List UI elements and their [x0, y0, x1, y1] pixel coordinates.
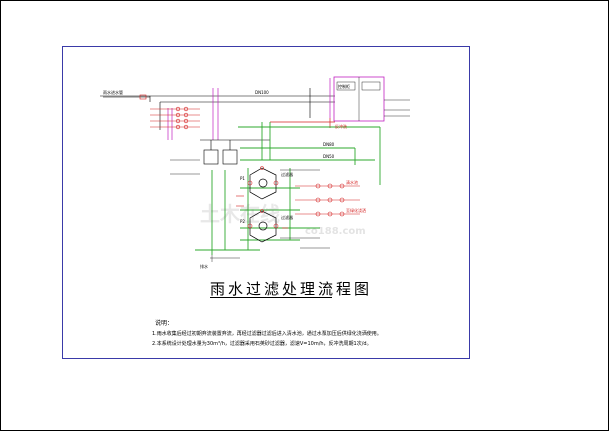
filter-a-label: 过滤器 — [281, 171, 293, 177]
right-valve-rows — [295, 183, 360, 217]
inlet-label: 雨水进水管 — [103, 89, 123, 95]
pump-b-label: P2 — [240, 219, 245, 224]
watermark-site: co188.com — [305, 226, 366, 237]
title-underline — [210, 297, 332, 298]
inlet-area — [103, 94, 150, 100]
note-line-2: 2.本系统设计处理水量为30m³/h，过滤器采用石英砂过滤器，滤速V=10m/h… — [152, 341, 372, 347]
top-main-lines — [100, 88, 335, 130]
magenta-lines — [167, 78, 331, 140]
red-marks-left — [236, 195, 288, 229]
control-cabinet — [333, 76, 410, 122]
notes-heading: 说明： — [155, 320, 174, 327]
outlet-label: 至绿化浇洒 — [346, 207, 366, 213]
green-pipes — [195, 122, 381, 255]
filter-b-label: 过滤器 — [281, 214, 293, 220]
note-line-1: 1.雨水收集后经过初期弃流装置弃流，再经过滤器过滤后进入清水池，通过水泵加压后供… — [152, 331, 382, 337]
diagram-title: 雨水过滤处理流程图 — [210, 280, 373, 298]
watermark-brand: 土木在线 — [200, 202, 280, 226]
control-label: 控制柜 — [338, 83, 350, 89]
pipe-a-label: DN80 — [323, 142, 335, 147]
red-to-cabinet — [270, 118, 335, 128]
pump-a-label: P1 — [240, 176, 245, 181]
backwash-label: 反冲洗 — [335, 123, 347, 129]
pipe-b-label: DN50 — [323, 154, 335, 159]
small-black-marks — [170, 159, 330, 262]
filter-valves — [247, 166, 279, 229]
left-valve-stack — [150, 106, 200, 130]
filter-units — [249, 167, 277, 243]
drawing-frame — [62, 46, 470, 359]
pipe-main-label: DN100 — [255, 90, 269, 95]
tank-label: 清水池 — [346, 179, 358, 185]
drain-label: 排水 — [200, 263, 208, 269]
mid-tanks — [200, 139, 270, 165]
